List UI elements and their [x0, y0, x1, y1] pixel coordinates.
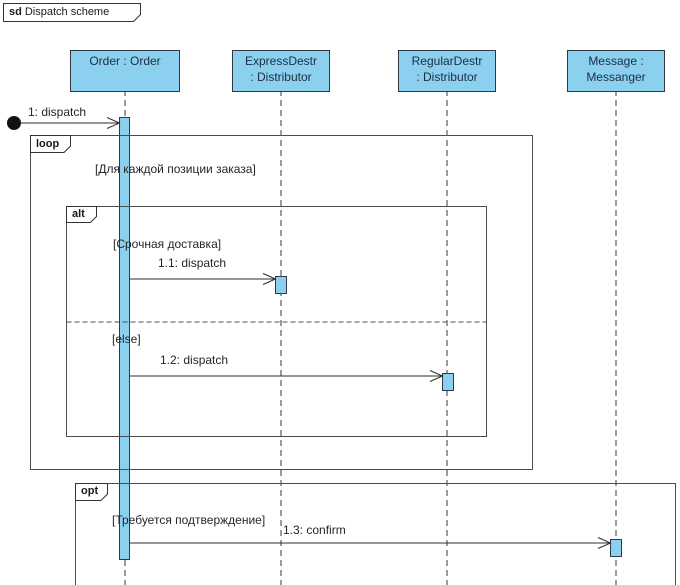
- diagram-title-keyword: sd: [9, 6, 22, 18]
- fragment-alt-operator: alt: [72, 208, 85, 220]
- message-1-2-arrowhead-icon: [429, 370, 444, 382]
- opt-guard: [Требуется подтверждение]: [112, 513, 266, 527]
- alt-guard-else: [else]: [112, 332, 141, 346]
- lifeline-head-express-line1: ExpressDestr: [244, 54, 318, 68]
- message-1-3-label: 1.3: confirm: [283, 523, 346, 537]
- message-1-1-label: 1.1: dispatch: [158, 256, 227, 270]
- message-1-label: 1: dispatch: [28, 105, 87, 119]
- diagram-title-name: Dispatch scheme: [24, 6, 110, 18]
- fragment-opt-tab[interactable]: [75, 483, 108, 501]
- activation-express-destr[interactable]: [275, 276, 287, 294]
- message-1-3-arrowhead-icon: [597, 537, 612, 549]
- lifeline-head-message-line1: Message :: [588, 54, 644, 68]
- loop-guard: [Для каждой позиции заказа]: [95, 162, 256, 176]
- message-1-arrowhead-icon: [106, 117, 121, 129]
- lifeline-head-regular-destr[interactable]: RegularDestr : Distributor: [398, 50, 496, 92]
- alt-guard-urgent: [Срочная доставка]: [113, 237, 222, 251]
- lifeline-head-express-line2: : Distributor: [250, 70, 312, 84]
- message-1-2-label: 1.2: dispatch: [160, 353, 229, 367]
- message-1-1-arrowhead-icon: [262, 273, 277, 285]
- found-message-circle[interactable]: [7, 116, 21, 130]
- lifeline-head-message-line2: Messanger: [586, 70, 646, 84]
- diagram-frame-tab: [3, 3, 141, 22]
- lifeline-head-regular-line1: RegularDestr: [411, 54, 483, 68]
- lifeline-head-message[interactable]: Message : Messanger: [567, 50, 665, 92]
- fragment-loop-tab[interactable]: [30, 135, 71, 153]
- activation-order[interactable]: [119, 117, 130, 560]
- lifeline-head-express-destr[interactable]: ExpressDestr : Distributor: [232, 50, 330, 92]
- activation-message[interactable]: [610, 539, 622, 557]
- fragment-opt-border[interactable]: [75, 483, 676, 585]
- fragment-opt-operator: opt: [81, 485, 99, 497]
- fragment-alt-tab[interactable]: [66, 206, 97, 223]
- fragment-loop-operator: loop: [36, 138, 60, 150]
- activation-regular-destr[interactable]: [442, 373, 454, 391]
- lifeline-head-order[interactable]: Order : Order: [70, 50, 180, 92]
- fragment-loop-border[interactable]: [30, 135, 533, 470]
- lifeline-head-order-line1: Order : Order: [89, 54, 161, 68]
- lifeline-head-regular-line2: : Distributor: [416, 70, 478, 84]
